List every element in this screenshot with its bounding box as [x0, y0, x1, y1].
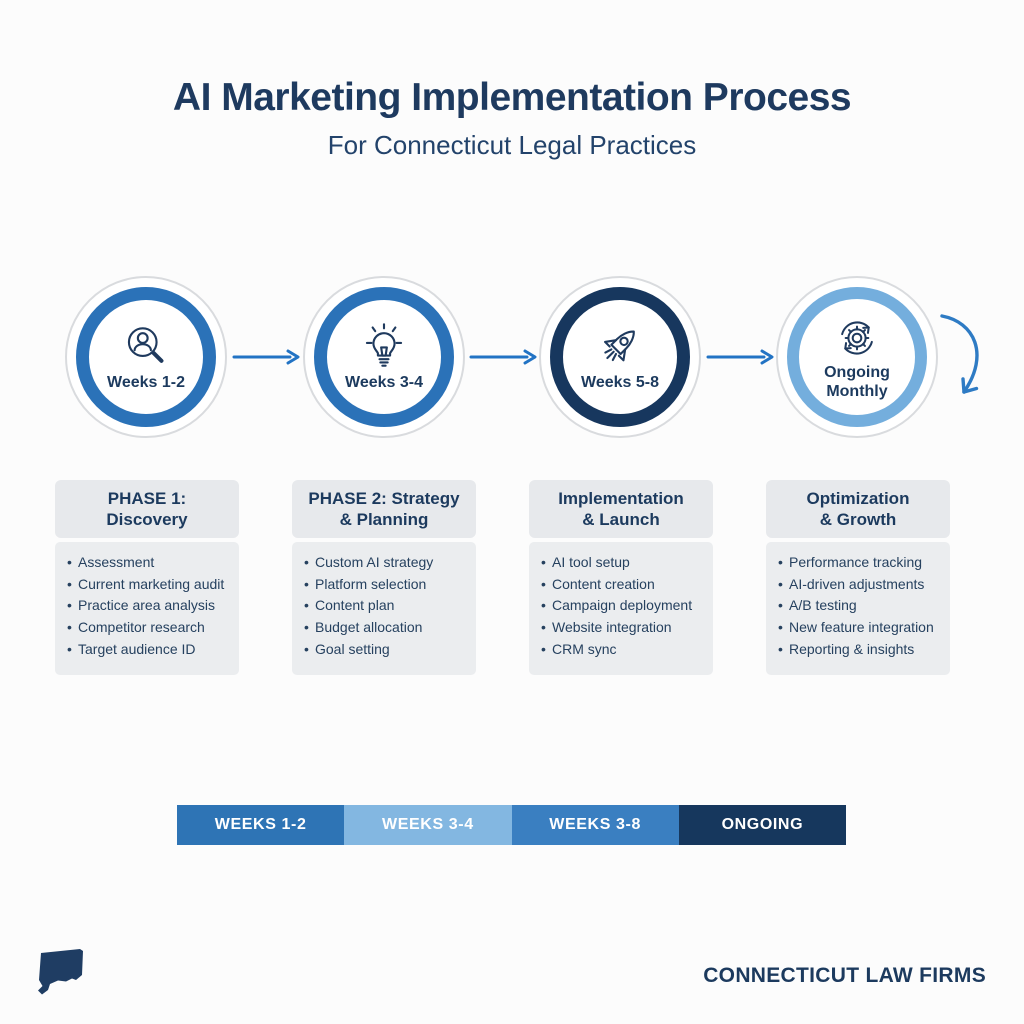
page-title: AI Marketing Implementation Process: [172, 76, 852, 119]
phase-item: CRM sync: [539, 639, 707, 661]
phase-item: Goal setting: [302, 639, 470, 661]
phase-title-line1: Optimization: [806, 488, 910, 508]
milestone-ongoing-monthly: Ongoing Monthly: [776, 276, 938, 438]
timeline-segment-weeks-3-8: WEEKS 3-8: [511, 805, 679, 845]
phase-item: AI-driven adjustments: [776, 574, 944, 596]
phase-item: Content plan: [302, 595, 470, 617]
milestone-label: Weeks 1-2: [107, 373, 185, 391]
phase-header: Optimization & Growth: [766, 480, 950, 538]
phase-item: Content creation: [539, 574, 707, 596]
page-subtitle: For Connecticut Legal Practices: [327, 130, 697, 160]
phase-title-line1: PHASE 2: Strategy: [308, 488, 460, 508]
milestone-weeks-1-2: Weeks 1-2: [65, 276, 227, 438]
phase-title-line2: & Planning: [339, 510, 429, 529]
milestone-ring: Weeks 1-2: [76, 287, 216, 427]
phase-header: PHASE 2: Strategy & Planning: [292, 480, 476, 538]
phase-item: Practice area analysis: [65, 595, 233, 617]
timeline-segment-ongoing: ONGOING: [678, 805, 846, 845]
flow-arrow-icon: [706, 349, 774, 365]
milestone-ring: Ongoing Monthly: [787, 287, 927, 427]
phase-item: Competitor research: [65, 617, 233, 639]
phase-item: Current marketing audit: [65, 574, 233, 596]
phase-item: Budget allocation: [302, 617, 470, 639]
phase-item: Reporting & insights: [776, 639, 944, 661]
phase-title-line2: & Growth: [819, 510, 897, 529]
milestone-label: Weeks 5-8: [581, 373, 659, 391]
rocket-icon: [604, 330, 635, 362]
lightbulb-icon: [365, 322, 403, 367]
phase-title-line2: Discovery: [106, 510, 188, 529]
phase-item: Performance tracking: [776, 552, 944, 574]
phase-item-list: Assessment Current marketing audit Pract…: [55, 542, 239, 675]
phase-item: Website integration: [539, 617, 707, 639]
timeline-segment-weeks-3-4: WEEKS 3-4: [344, 805, 512, 845]
cycle-arrow-icon: [940, 314, 979, 394]
phase-4-optimization-growth: Optimization & Growth Performance tracki…: [766, 480, 950, 675]
phase-item: A/B testing: [776, 595, 944, 617]
milestone-weeks-3-4: Weeks 3-4: [303, 276, 465, 438]
phase-item: New feature integration: [776, 617, 944, 639]
phase-title-line1: PHASE 1:: [107, 488, 187, 508]
phase-item-list: AI tool setup Content creation Campaign …: [529, 542, 713, 675]
phase-item: Campaign deployment: [539, 595, 707, 617]
milestone-label: Ongoing: [824, 363, 890, 381]
milestone-ring: Weeks 5-8: [550, 287, 690, 427]
phase-item-list: Custom AI strategy Platform selection Co…: [292, 542, 476, 675]
phase-title-line2: & Launch: [582, 510, 660, 529]
flow-arrow-icon: [232, 349, 300, 365]
phase-header: PHASE 1: Discovery: [55, 480, 239, 538]
flow-arrow-icon: [469, 349, 537, 365]
phase-item: Custom AI strategy: [302, 552, 470, 574]
phase-item-list: Performance tracking AI-driven adjustmen…: [766, 542, 950, 675]
phase-title-line1: Implementation: [558, 488, 684, 508]
milestone-label-line2: Monthly: [826, 383, 888, 400]
phase-3-implementation-launch: Implementation & Launch AI tool setup Co…: [529, 480, 713, 675]
phase-item: Assessment: [65, 552, 233, 574]
user-search-icon: [127, 327, 164, 363]
phase-1-discovery: PHASE 1: Discovery Assessment Current ma…: [55, 480, 239, 675]
phase-item: Target audience ID: [65, 639, 233, 661]
gear-cycle-icon: [841, 321, 873, 355]
timeline-bar: WEEKS 1-2 WEEKS 3-4 WEEKS 3-8 ONGOING: [177, 805, 846, 845]
brand-text: CONNECTICUT LAW FIRMS: [703, 964, 986, 987]
phase-2-strategy-planning: PHASE 2: Strategy & Planning Custom AI s…: [292, 480, 476, 675]
milestone-label: Weeks 3-4: [345, 373, 423, 391]
milestone-weeks-5-8: Weeks 5-8: [539, 276, 701, 438]
connecticut-state-icon: [38, 949, 83, 995]
phase-item: Platform selection: [302, 574, 470, 596]
timeline-segment-weeks-1-2: WEEKS 1-2: [177, 805, 345, 845]
phase-item: AI tool setup: [539, 552, 707, 574]
milestone-ring: Weeks 3-4: [314, 287, 454, 427]
phase-header: Implementation & Launch: [529, 480, 713, 538]
